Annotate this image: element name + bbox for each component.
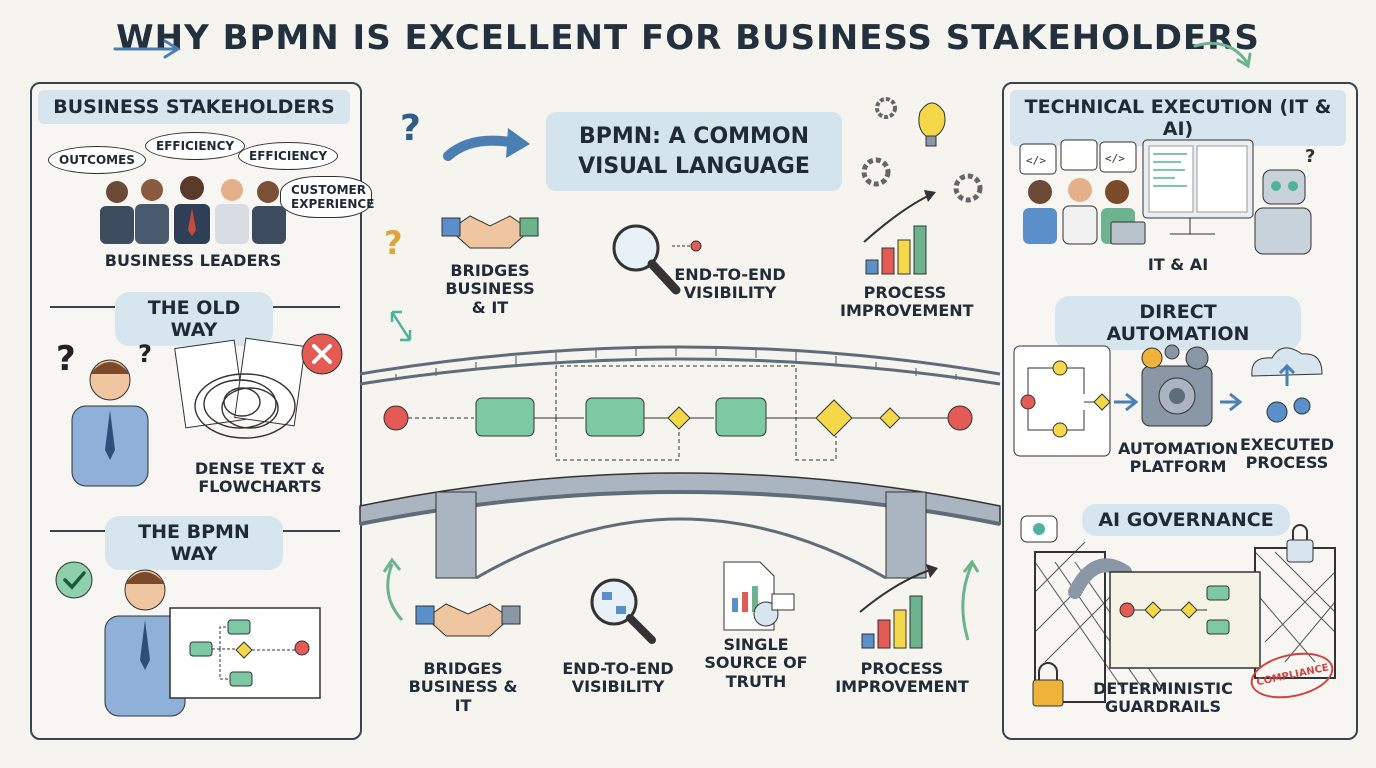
it-ai-label: IT & AI: [1147, 255, 1209, 274]
bottom-process-improvement-label: PROCESS IMPROVEMENT: [835, 659, 969, 697]
happy-person-bpmn-diagram-illustration: [104, 569, 321, 717]
bottom-bridges-business-it-label: BRIDGES BUSINESS & IT: [408, 659, 518, 715]
svg-text:?: ?: [400, 108, 421, 149]
lightbulb-gears-chart-icon: [861, 97, 983, 275]
svg-text:?: ?: [384, 224, 403, 262]
question-mark-icon: ?: [384, 224, 403, 262]
automation-platform-label: AUTOMATION PLATFORM: [1118, 439, 1239, 477]
thought-bubble-efficiency: EFFICIENCY: [145, 132, 246, 160]
bottom-growth-chart-icon: [859, 560, 980, 649]
confused-person-illustration: ? ?: [56, 339, 152, 487]
thought-bubble-outcomes: OUTCOMES: [48, 146, 146, 174]
thought-bubble-customer-experience: CUSTOMER EXPERIENCE: [280, 176, 374, 218]
thought-bubble-efficiency-2: EFFICIENCY: [238, 142, 339, 170]
bottom-magnifier-icon: [590, 578, 656, 644]
red-x-icon: [301, 333, 343, 375]
top-process-improvement-label: PROCESS IMPROVEMENT: [840, 283, 974, 321]
svg-text:?: ?: [138, 340, 152, 368]
dense-documents-illustration: [174, 337, 306, 439]
single-source-of-truth-label: SINGLE SOURCE OF TRUTH: [704, 635, 808, 691]
bottom-end-to-end-visibility-label: END-TO-END VISIBILITY: [562, 659, 674, 697]
top-bridges-business-it-label: BRIDGES BUSINESS & IT: [445, 261, 535, 317]
page-title: WHY BPMN IS EXCELLENT FOR BUSINESS STAKE…: [116, 18, 1260, 58]
it-team-and-robot-illustration: </> </> ?: [1019, 139, 1315, 255]
the-bpmn-way-label: THE BPMN WAY: [105, 516, 283, 570]
executed-process-label: EXECUTED PROCESS: [1239, 435, 1335, 473]
ai-governance-label: AI GOVERNANCE: [1082, 504, 1290, 536]
curved-up-arrow-icon: [382, 557, 404, 622]
double-arrow-icon: [390, 310, 412, 342]
ai-governance-guardrails-illustration: [1020, 515, 1336, 707]
the-old-way-label: THE OLD WAY: [115, 292, 273, 346]
direct-automation-label: DIRECT AUTOMATION: [1055, 296, 1301, 350]
svg-text:?: ?: [1305, 146, 1315, 167]
technical-execution-header: TECHNICAL EXECUTION (IT & AI): [1010, 90, 1346, 146]
business-leaders-illustration: [100, 176, 286, 244]
business-leaders-label: BUSINESS LEADERS: [104, 251, 282, 270]
business-stakeholders-header: BUSINESS STAKEHOLDERS: [38, 90, 350, 124]
automation-platform-illustration: [1013, 344, 1323, 457]
arrow-right-icon: [113, 39, 181, 59]
svg-text:</>: </>: [1026, 154, 1046, 167]
bridge-process-flow-illustration: [359, 345, 1001, 580]
question-and-arrow-icons: ?: [400, 108, 530, 161]
curved-arrow-icon: [1193, 41, 1252, 69]
magnifier-icon: [612, 224, 702, 295]
single-source-document-icon: [723, 561, 795, 631]
green-check-icon: [55, 561, 93, 599]
bpmn-common-visual-language-title: BPMN: A COMMON VISUAL LANGUAGE: [546, 112, 842, 192]
bottom-handshake-icon: [415, 603, 521, 637]
dense-text-flowcharts-label: DENSE TEXT & FLOWCHARTS: [194, 459, 326, 497]
svg-text:?: ?: [56, 339, 76, 379]
top-end-to-end-visibility-label: END-TO-END VISIBILITY: [674, 265, 786, 303]
deterministic-guardrails-label: DETERMINISTIC GUARDRAILS: [1093, 679, 1233, 717]
svg-text:</>: </>: [1105, 152, 1125, 165]
handshake-icon: [441, 215, 539, 249]
